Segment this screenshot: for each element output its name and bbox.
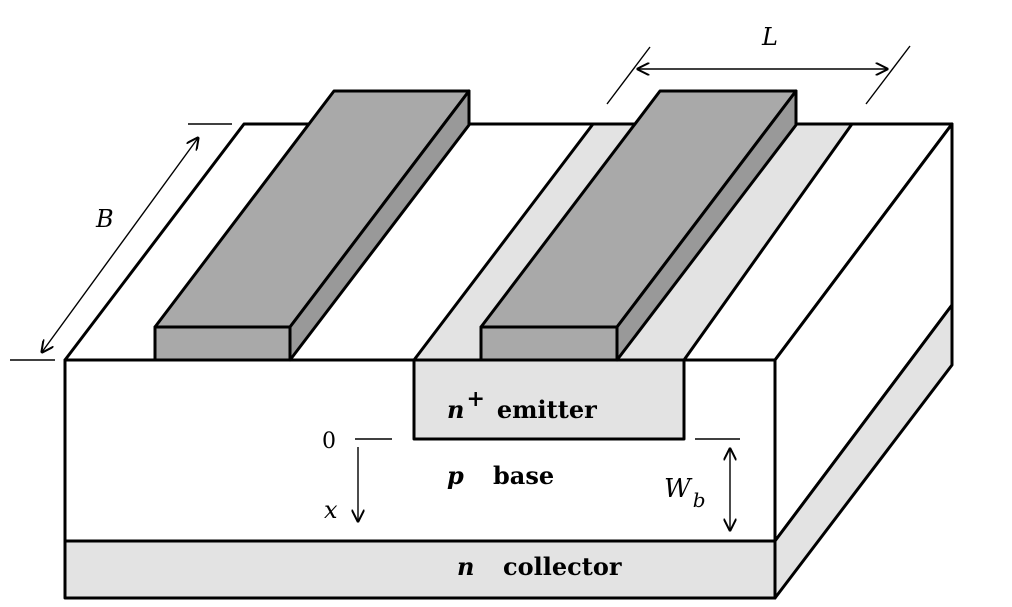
emitter-label: n+ emitter: [447, 386, 597, 424]
l-extension-left: [606, 46, 651, 105]
l-extension-right: [865, 45, 911, 105]
collector-region: [63, 539, 777, 600]
emitter-name: emitter: [497, 395, 597, 424]
depth-axis-label: x: [324, 496, 338, 524]
depth-origin-label: 0: [322, 429, 336, 454]
wb-subscript: b: [693, 488, 706, 512]
b-dimension-arrow: [42, 138, 198, 352]
base-doping-label: p: [447, 461, 464, 490]
l-dimension-label: L: [761, 23, 778, 51]
collector-name-label: collector: [503, 552, 622, 581]
base-contact-front: [153, 325, 292, 362]
base-name-label: base: [493, 461, 554, 490]
collector-doping-label: n: [457, 552, 474, 581]
b-dimension-label: B: [95, 205, 114, 233]
emitter-doping: n: [447, 395, 464, 424]
emitter-contact-front: [479, 325, 619, 362]
emitter-doping-superscript: +: [466, 386, 484, 412]
emitter-region: [412, 358, 686, 441]
wb-symbol: W: [664, 474, 693, 504]
